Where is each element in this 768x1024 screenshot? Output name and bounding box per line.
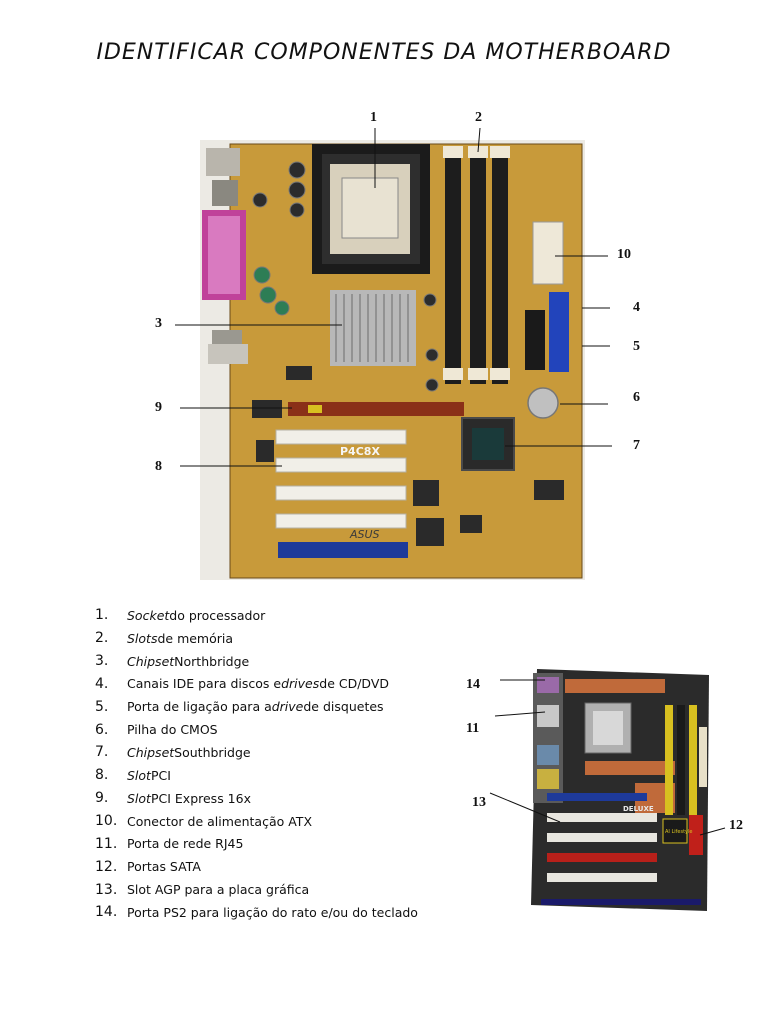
motherboard-photo-secondary: AI Lifestyle DELUXE	[525, 665, 715, 915]
callout-6: 6	[633, 390, 640, 405]
legend-item-1: 1.Socket do processador	[95, 607, 266, 624]
callout-4: 4	[633, 300, 640, 315]
legend-item-6: 6.Pilha do CMOS	[95, 721, 218, 738]
board-label-deluxe: DELUXE	[623, 805, 654, 813]
legend-item-9: 9.Slot PCI Express 16x	[95, 790, 251, 807]
legend-item-11: 11.Porta de rede RJ45	[95, 835, 244, 852]
component-legend: 1.Socket do processador 2.Slots de memór…	[95, 604, 418, 924]
legend-item-4: 4.Canais IDE para discos e drives de CD/…	[95, 675, 390, 692]
legend-item-10: 10.Conector de alimentação ATX	[95, 813, 313, 830]
board-label-p4c8x: P4C8X	[340, 445, 380, 458]
legend-item-7: 7.Chipset Southbridge	[95, 744, 251, 761]
callout-11: 11	[466, 721, 480, 736]
legend-item-8: 8.Slot PCI	[95, 767, 171, 784]
board-label-ai: AI Lifestyle	[665, 829, 693, 835]
callout-7: 7	[633, 438, 640, 453]
legend-item-3: 3.Chipset Northbridge	[95, 653, 250, 670]
board-label-asus: ASUS	[349, 528, 380, 541]
legend-item-2: 2.Slots de memória	[95, 630, 234, 647]
callout-3: 3	[155, 316, 162, 331]
callout-9: 9	[155, 400, 162, 415]
legend-item-14: 14.Porta PS2 para ligação do rato e/ou d…	[95, 904, 418, 921]
callout-1: 1	[370, 110, 377, 125]
callout-10: 10	[617, 247, 631, 262]
callout-12: 12	[729, 818, 743, 833]
callout-8: 8	[155, 459, 162, 474]
callout-13: 13	[472, 795, 486, 810]
page-title: IDENTIFICAR COMPONENTES DA MOTHERBOARD	[96, 40, 672, 65]
legend-item-13: 13.Slot AGP para a placa gráfica	[95, 881, 310, 898]
legend-item-5: 5.Porta de ligação para a drive de disqu…	[95, 698, 384, 715]
callout-5: 5	[633, 339, 640, 354]
motherboard-photo: P4C8X ASUS	[200, 140, 585, 580]
callout-14: 14	[466, 677, 480, 692]
legend-item-12: 12.Portas SATA	[95, 858, 201, 875]
callout-2: 2	[475, 110, 482, 125]
